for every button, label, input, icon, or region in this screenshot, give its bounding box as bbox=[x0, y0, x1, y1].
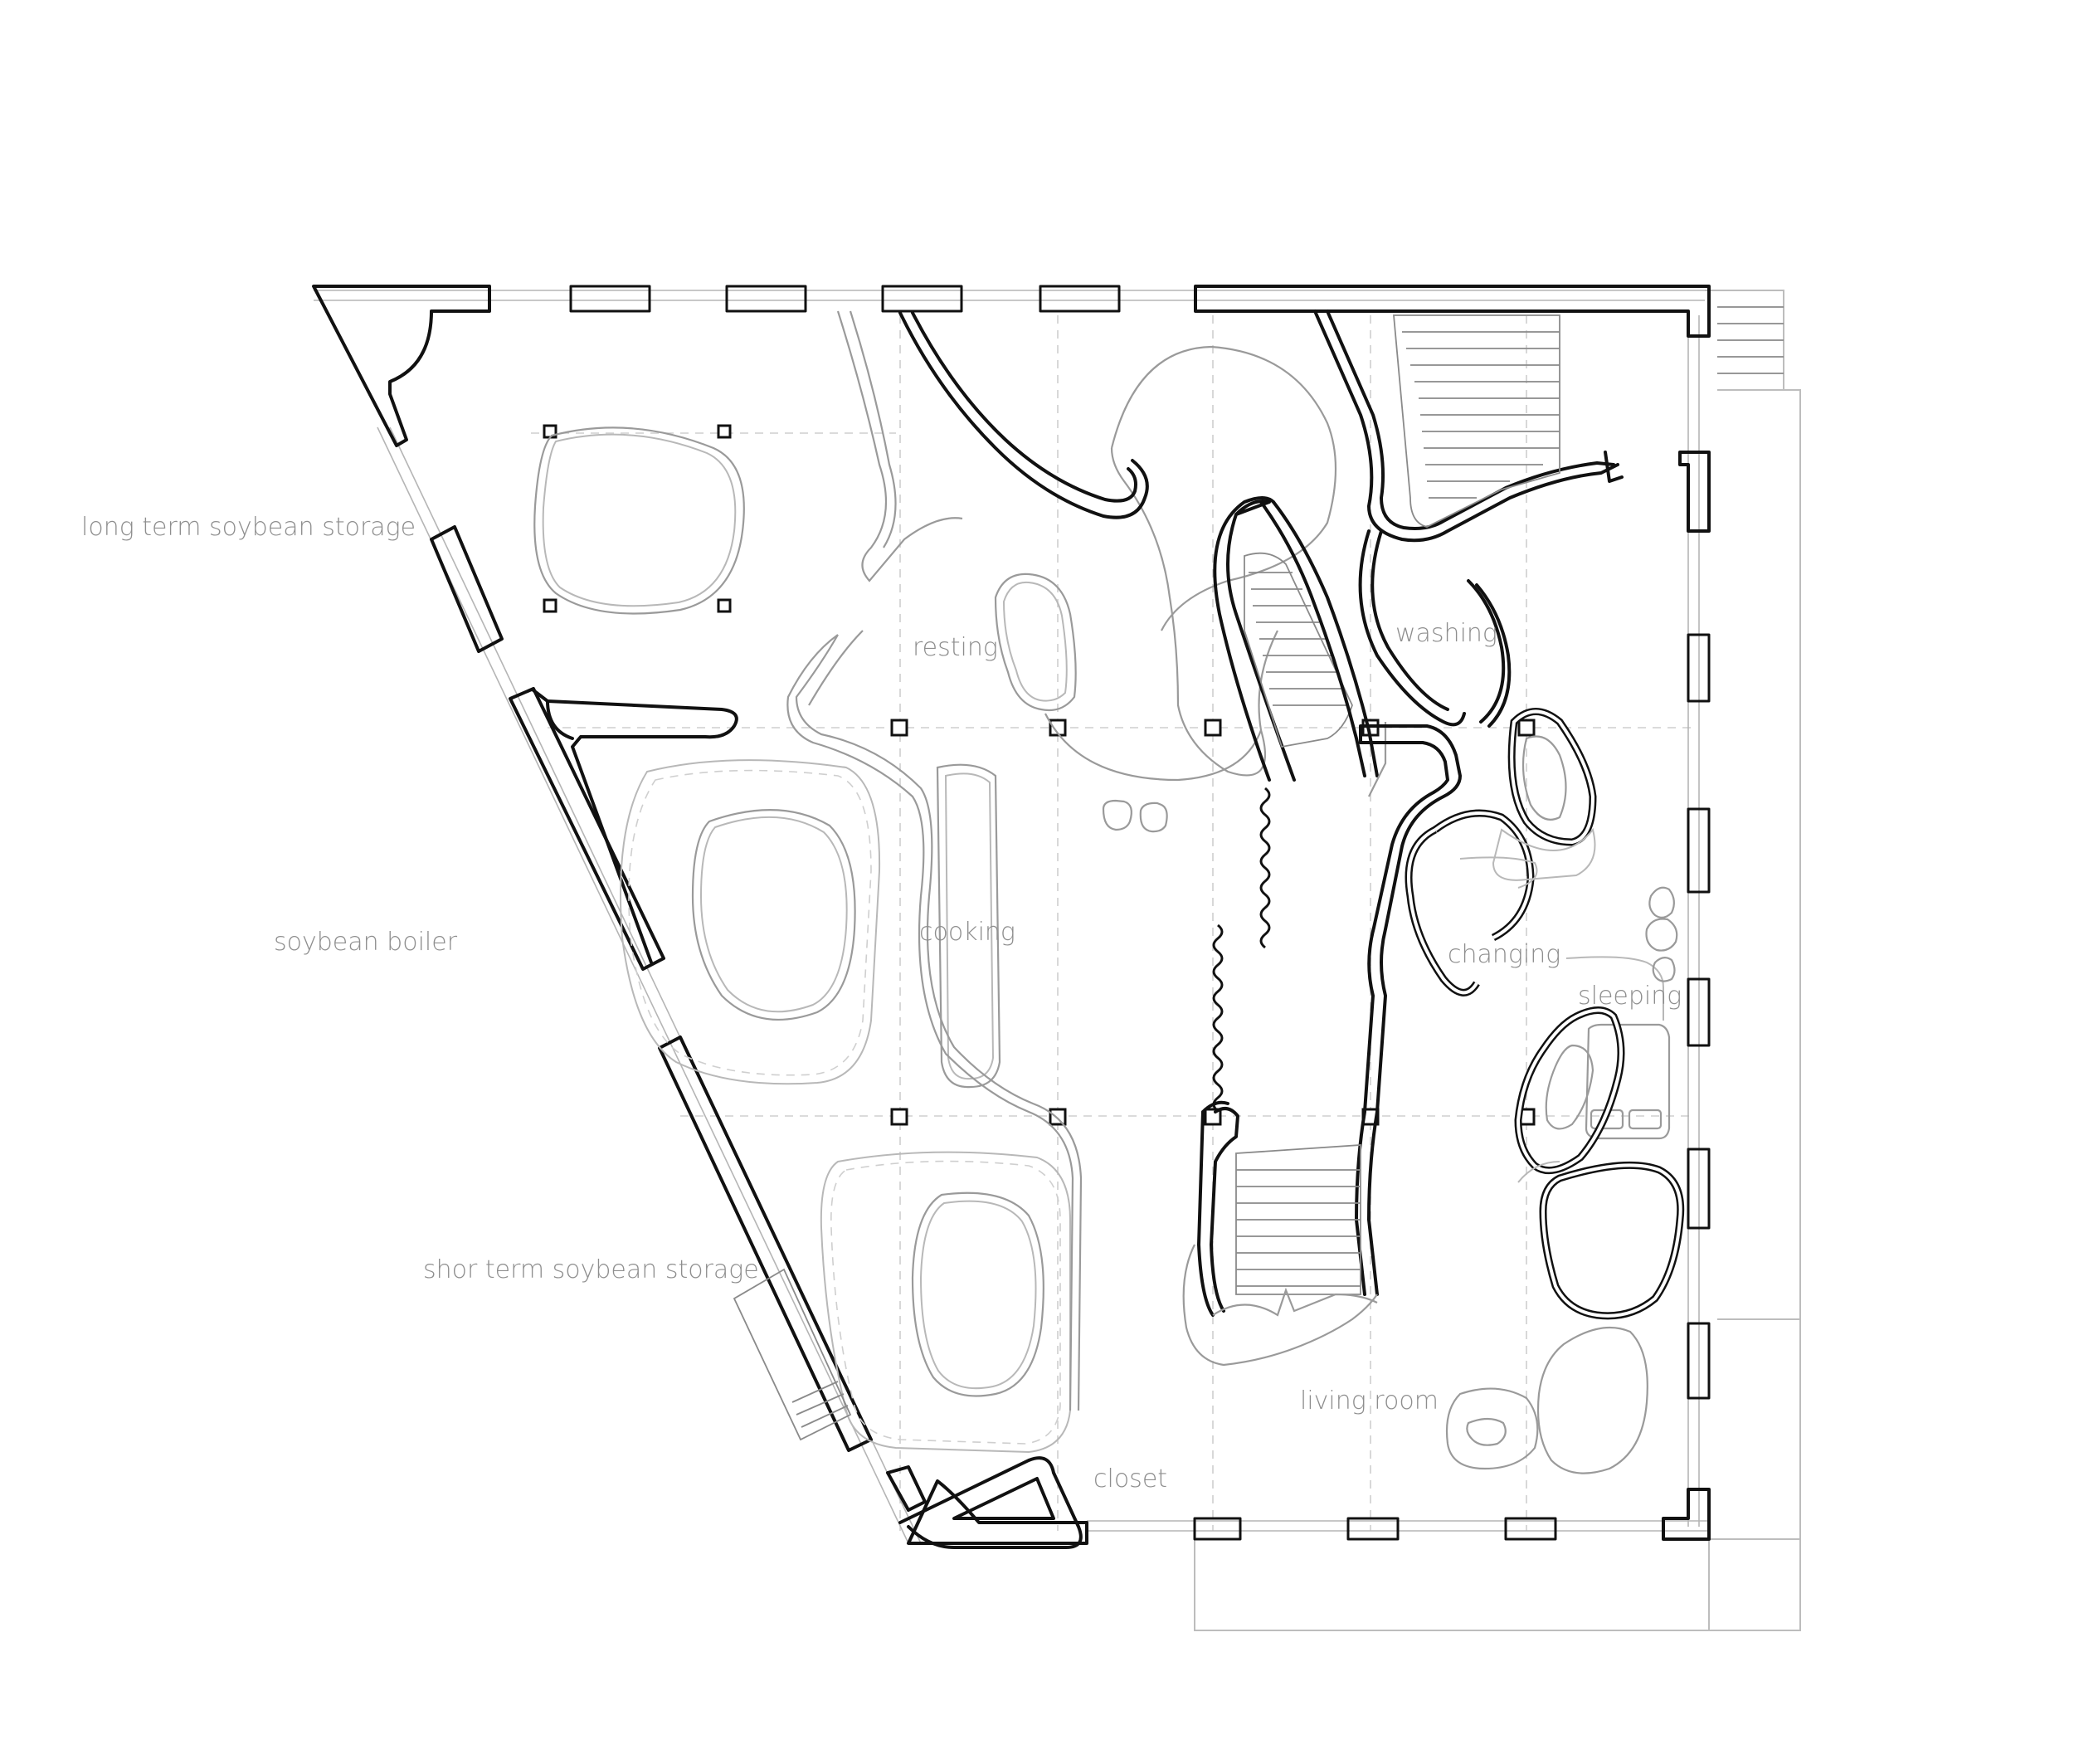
living-room-furniture bbox=[1445, 1326, 1648, 1474]
columns bbox=[543, 424, 1536, 1126]
label-sleeping: sleeping bbox=[1578, 982, 1682, 1011]
vapor-lines bbox=[1212, 787, 1271, 1113]
label-resting: resting bbox=[913, 633, 998, 662]
exterior-stair bbox=[733, 1268, 852, 1441]
sleeping-area bbox=[1514, 886, 1685, 1320]
label-long-term-storage: long term soybean storage bbox=[81, 513, 416, 542]
label-soybean-boiler: soybean boiler bbox=[274, 928, 458, 957]
exterior-walls bbox=[312, 285, 1711, 1545]
changing-area bbox=[1355, 708, 1597, 1296]
label-changing: changing bbox=[1448, 940, 1560, 969]
room-labels: long term soybean storage soybean boiler… bbox=[81, 513, 1682, 1494]
interior-walls bbox=[532, 689, 1083, 1549]
structural-grid bbox=[531, 315, 1692, 1531]
label-closet: closet bbox=[1093, 1464, 1167, 1494]
washing-area bbox=[1313, 309, 1624, 797]
label-short-term-storage: shor term soybean storage bbox=[423, 1255, 759, 1284]
label-living-room: living room bbox=[1300, 1386, 1439, 1416]
central-stair-lower bbox=[1182, 1100, 1378, 1367]
label-washing: washing bbox=[1395, 619, 1497, 648]
cooking-counter bbox=[786, 630, 1083, 1411]
site-outline bbox=[1194, 290, 1801, 1631]
soybean-vessels bbox=[533, 426, 1071, 1454]
label-cooking: cooking bbox=[919, 918, 1015, 947]
central-stair-upper bbox=[1213, 496, 1379, 782]
window-sills bbox=[314, 290, 1709, 1544]
